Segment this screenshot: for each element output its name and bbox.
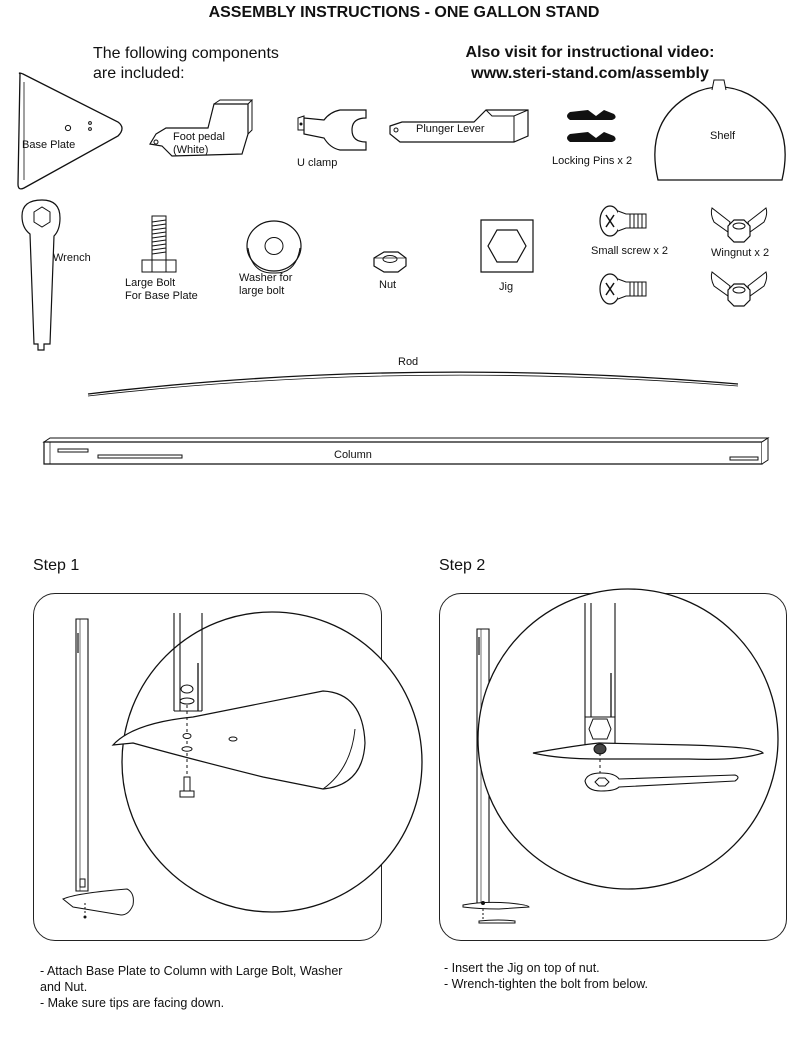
wingnut-illustration-bottom [708,268,770,310]
locking-pins-illustration [567,110,616,142]
video-notice: Also visit for instructional video: www.… [440,42,740,84]
wrench-illustration [20,198,70,354]
step-1-heading: Step 1 [33,557,80,574]
wrench-label: Wrench [53,252,91,264]
step-2-instructions: - Insert the Jig on top of nut. - Wrench… [444,960,648,992]
washer-illustration [244,218,304,276]
plunger-lever-label: Plunger Lever [416,123,485,135]
nut-label: Nut [379,279,397,291]
intro-line-1: The following components [93,45,279,62]
foot-pedal-label-line-1: Foot pedal [173,131,225,143]
rod-label: Rod [398,356,419,368]
small-screw-illustration-bottom [598,272,650,306]
jig-illustration [479,218,535,274]
column-label: Column [334,449,372,461]
intro-line-2: are included: [93,65,185,82]
rod-illustration [84,368,744,400]
locking-pins-label: Locking Pins x 2 [552,155,633,167]
small-screw-label: Small screw x 2 [591,245,669,257]
plunger-lever-illustration [388,108,534,148]
step-1-illustration [33,593,383,919]
page-title: ASSEMBLY INSTRUCTIONS - ONE GALLON STAND [208,4,600,21]
u-clamp-illustration [296,108,368,152]
jig-label: Jig [499,281,514,293]
wingnut-label: Wingnut x 2 [711,247,770,259]
intro-text: The following components are included: [93,44,279,84]
large-bolt-label-line-1: Large Bolt [125,277,176,289]
base-plate-label: Base Plate [22,139,76,151]
video-url-link[interactable]: www.steri-stand.com/assembly [471,65,709,82]
step-1-instructions: - Attach Base Plate to Column with Large… [40,963,342,1011]
large-bolt-label: Large Bolt For Base Plate [125,277,198,303]
foot-pedal-illustration [148,100,254,162]
wingnut-illustration-top [708,204,770,246]
base-plate-illustration [14,70,126,192]
step-2-illustration [439,593,789,943]
step-2-heading: Step 2 [439,557,486,574]
step-1-instruction-line-2: and Nut. [40,980,88,994]
foot-pedal-label: Foot pedal (White) [173,131,225,157]
column-illustration [42,436,770,468]
video-notice-line: Also visit for instructional video: [465,44,715,61]
nut-illustration [372,250,408,274]
step-2-instruction-line-2: - Wrench-tighten the bolt from below. [444,977,649,991]
washer-label-line-2: large bolt [239,285,285,297]
foot-pedal-label-line-2: (White) [173,144,209,156]
step-1-instruction-line-3: - Make sure tips are facing down. [40,996,225,1010]
washer-label-line-1: Washer for [239,272,293,284]
shelf-illustration [650,76,790,186]
u-clamp-label: U clamp [297,157,338,169]
washer-label: Washer for large bolt [239,272,292,298]
step-2-instruction-line-1: - Insert the Jig on top of nut. [444,961,600,975]
large-bolt-label-line-2: For Base Plate [125,290,198,302]
step-1-instruction-line-1: - Attach Base Plate to Column with Large… [40,964,343,978]
small-screw-illustration-top [598,204,650,238]
shelf-label: Shelf [710,130,736,142]
large-bolt-illustration [140,214,180,278]
